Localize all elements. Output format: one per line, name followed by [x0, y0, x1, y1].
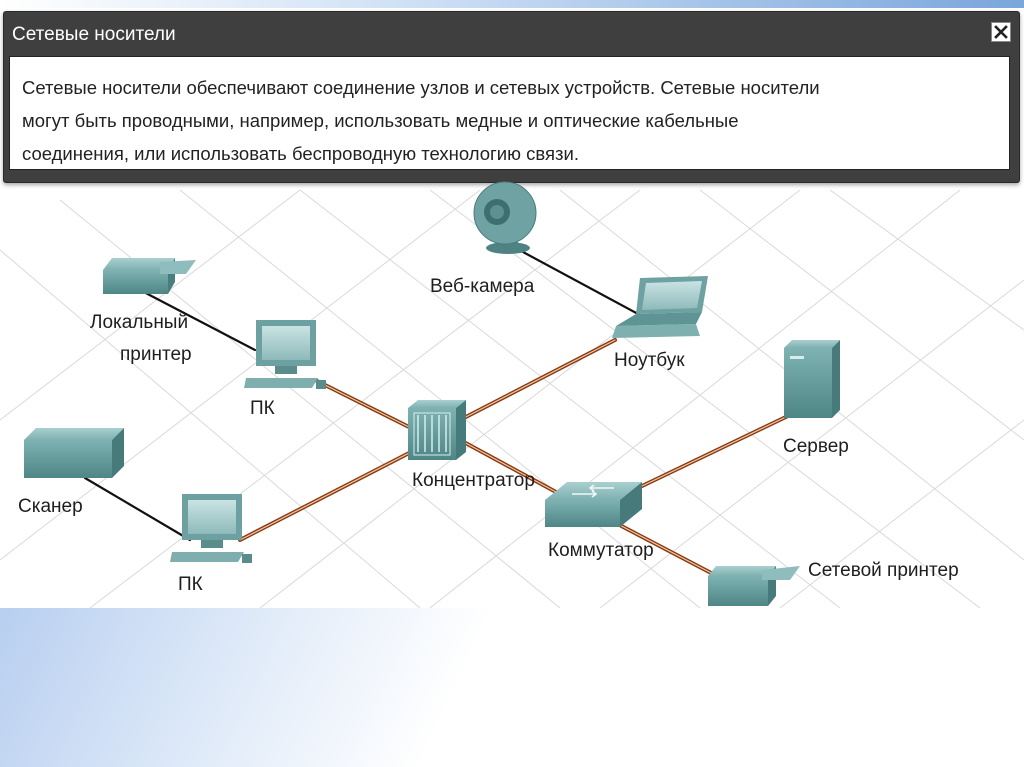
device-labels: Веб-камера Локальный принтер ПК Ноутбук … [18, 276, 959, 595]
label-webcam: Веб-камера [430, 276, 535, 297]
slide-background-gradient [0, 608, 1024, 767]
description-line: могут быть проводными, например, использ… [22, 104, 997, 137]
webcam-icon [474, 182, 536, 254]
label-scanner: Сканер [18, 496, 83, 517]
network-diagram: Веб-камера Локальный принтер ПК Ноутбук … [0, 181, 1024, 608]
label-hub: Концентратор [412, 470, 535, 491]
pc-top-icon [244, 320, 326, 389]
close-button[interactable] [991, 22, 1011, 42]
panel-description: Сетевые носители обеспечивают соединение… [9, 56, 1010, 170]
description-line: соединения, или использовать беспроводну… [22, 137, 997, 170]
label-laptop: Ноутбук [614, 350, 685, 371]
label-pc-bottom: ПК [178, 574, 203, 595]
panel-title: Сетевые носители [12, 24, 176, 46]
info-panel: Сетевые носители Сетевые носители обеспе… [3, 11, 1020, 183]
label-server: Сервер [783, 436, 849, 457]
switch-icon [545, 482, 642, 527]
local-printer-icon [103, 258, 196, 294]
pc-bottom-icon [170, 494, 252, 563]
description-line: Сетевые носители обеспечивают соединение… [22, 71, 997, 104]
hub-icon [408, 400, 466, 460]
label-switch: Коммутатор [548, 540, 654, 561]
label-local-printer-1: Локальный [90, 312, 188, 333]
label-local-printer-2: принтер [120, 344, 192, 365]
label-network-printer: Сетевой принтер [808, 560, 959, 581]
network-printer-icon [708, 566, 800, 606]
top-accent-strip [0, 0, 1024, 8]
scanner-icon [24, 428, 124, 478]
server-icon [784, 340, 840, 418]
label-pc-top: ПК [250, 398, 275, 419]
close-icon [994, 25, 1008, 39]
